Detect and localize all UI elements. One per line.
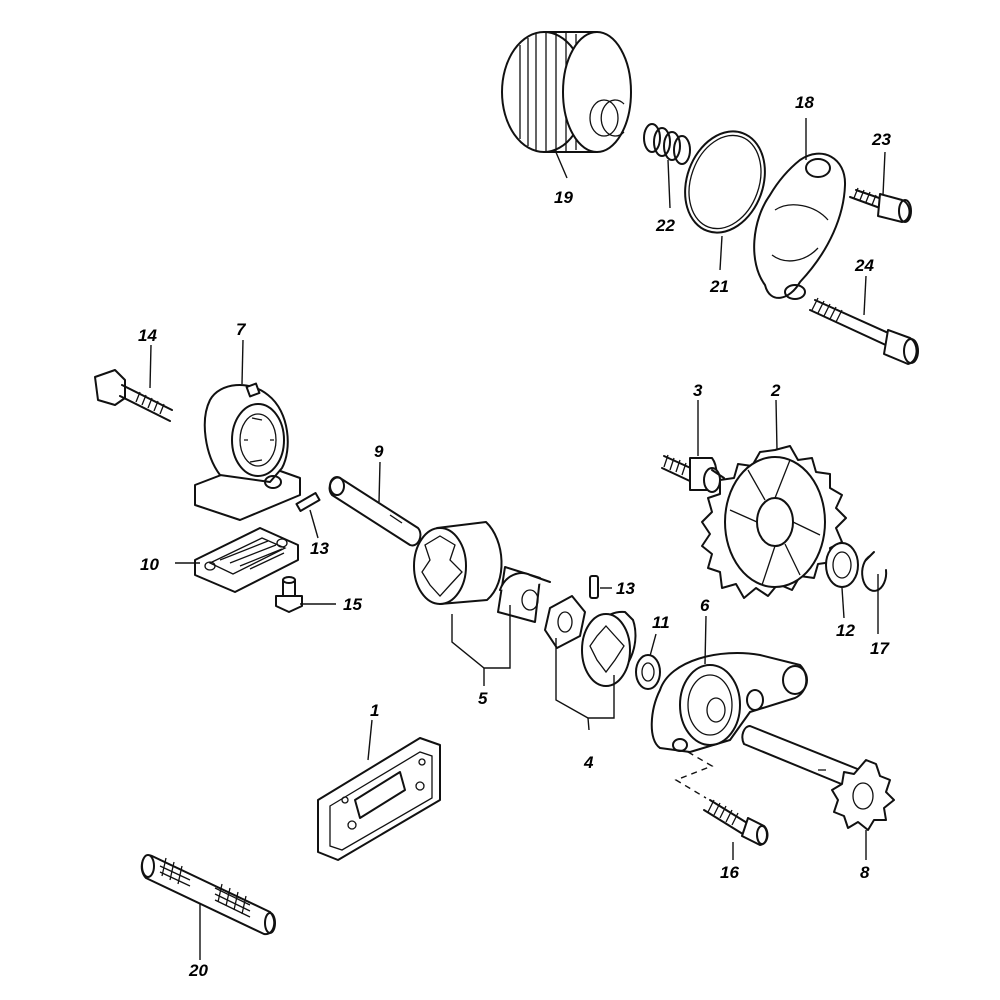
pin-part-13-lower [589,575,599,599]
washer-part-12 [825,542,859,588]
callout-21: 21 [709,277,729,296]
callout-16: 16 [720,863,739,882]
spring-part-22 [643,123,691,165]
bolt-part-23 [849,187,912,223]
callout-5: 5 [478,689,488,708]
bolt-part-16 [703,799,769,846]
callout-7: 7 [236,320,247,339]
bolt-part-15 [275,576,303,613]
callout-8: 8 [860,863,870,882]
callout-22: 22 [655,216,675,235]
callout-2: 2 [770,381,781,400]
callout-4: 4 [583,753,594,772]
callout-11: 11 [652,613,670,632]
outer-rotor-part-5 [413,521,503,605]
callout-19: 19 [554,188,573,207]
callout-20: 20 [188,961,208,980]
callout-labels: 19 22 21 18 23 24 14 7 9 13 10 15 5 13 1… [138,93,891,980]
inner-rotor-part-5 [497,566,551,623]
washer-part-11 [635,654,661,690]
pin-part-13-upper [295,492,321,512]
circlip-part-17 [861,551,888,592]
callout-13-lower: 13 [616,579,635,598]
callout-13-upper: 13 [310,539,329,558]
dowel-part-20 [140,854,276,936]
o-ring-part-21 [684,130,766,234]
callout-6: 6 [700,596,710,615]
screen-gasket-part-10 [194,527,299,593]
callout-14: 14 [138,326,157,345]
bolt-part-14 [94,369,173,422]
gasket-part-1 [317,737,441,861]
callout-18: 18 [795,93,814,112]
filter-cap-part-18 [753,152,847,300]
bolt-part-24 [809,297,919,365]
rotor-set-part-4 [544,595,637,687]
callout-10: 10 [140,555,159,574]
callout-3: 3 [693,381,703,400]
callout-9: 9 [374,442,384,461]
callout-1: 1 [370,701,379,720]
callout-24: 24 [854,256,874,275]
gear-part-2 [701,445,847,599]
bolt-part-3 [661,454,725,501]
pump-cover-part-7 [194,382,301,521]
pump-body-part-6 [650,652,808,753]
shaft-part-9 [328,476,422,547]
drive-shaft-part-8 [741,725,895,831]
callout-15: 15 [343,595,362,614]
callout-12: 12 [836,621,855,640]
leader-lines [149,118,886,960]
o-ring-inner-edge [688,134,762,230]
oil-filter-part-19 [501,31,632,153]
callout-23: 23 [871,130,891,149]
callout-17: 17 [870,639,890,658]
